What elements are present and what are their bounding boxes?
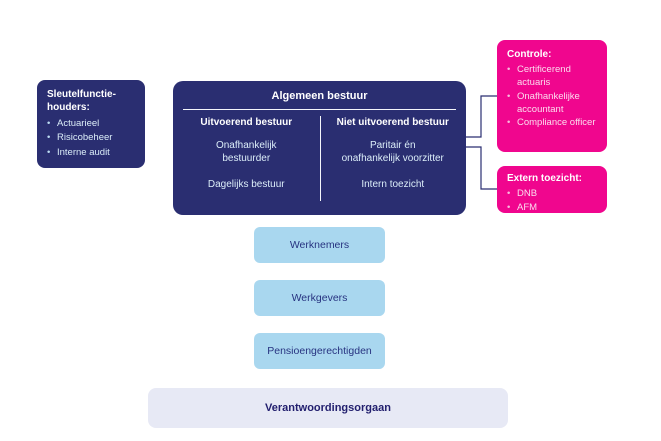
bullet-icon: •: [507, 202, 511, 214]
bullet-icon: •: [47, 132, 51, 144]
stakeholder-label: Werkgevers: [291, 292, 348, 304]
external-supervision-item: DNB: [517, 188, 538, 199]
bullet-icon: •: [47, 146, 51, 158]
list-item: • Compliance officer: [507, 116, 601, 130]
general-board-title: Algemeen bestuur: [271, 90, 368, 102]
stakeholder-box-werkgevers: Werkgevers: [254, 280, 385, 316]
stakeholder-label: Pensioengerechtigden: [267, 345, 372, 357]
control-item: Onafhankelijke accountant: [517, 90, 580, 115]
external-supervision-box: Extern toezicht: • DNB • AFM: [497, 166, 607, 213]
stakeholder-box-pensioengerechtigden: Pensioengerechtigden: [254, 333, 385, 369]
list-item: • DNB: [507, 187, 601, 201]
accountability-body-box: Verantwoordingsorgaan: [148, 388, 508, 428]
key-function-item: Actuarieel: [57, 118, 100, 129]
external-supervision-list: • DNB • AFM: [507, 187, 601, 216]
non-executive-board-item: Paritair én onafhankelijk voorzitter: [341, 140, 444, 164]
accountability-body-label: Verantwoordingsorgaan: [265, 402, 391, 414]
bullet-icon: •: [507, 117, 511, 129]
non-executive-board-header: Niet uitvoerend bestuur: [336, 117, 449, 128]
executive-board-column: Uitvoerend bestuur Onafhankelijk bestuur…: [173, 110, 320, 191]
list-item: • Certificerend actuaris: [507, 63, 601, 90]
control-item: Certificerend actuaris: [517, 64, 571, 89]
control-title: Controle:: [507, 49, 552, 60]
stakeholder-label: Werknemers: [289, 239, 350, 251]
connector-board-to-controle: [466, 95, 497, 138]
connector-board-to-extern: [466, 146, 497, 190]
executive-board-header: Uitvoerend bestuur: [200, 117, 293, 128]
list-item: • Onafhankelijke accountant: [507, 90, 601, 117]
executive-board-item: Onafhankelijk bestuurder: [215, 140, 277, 164]
list-item: • Actuarieel: [47, 117, 136, 131]
list-item: • AFM: [507, 201, 601, 215]
bullet-icon: •: [507, 188, 511, 199]
bullet-icon: •: [507, 64, 511, 75]
bullet-icon: •: [507, 90, 511, 102]
non-executive-board-column: Niet uitvoerend bestuur Paritair én onaf…: [320, 110, 467, 191]
control-item: Compliance officer: [517, 117, 596, 129]
external-supervision-title: Extern toezicht:: [507, 173, 583, 184]
key-function-item: Risicobeheer: [57, 132, 113, 144]
non-executive-board-item: Intern toezicht: [361, 179, 425, 190]
key-function-item: Interne audit: [57, 146, 110, 158]
stakeholder-box-werknemers: Werknemers: [254, 227, 385, 263]
general-board-box: Algemeen bestuur Uitvoerend bestuur Onaf…: [173, 81, 466, 215]
external-supervision-item: AFM: [517, 202, 538, 214]
column-divider: [319, 116, 321, 201]
key-function-holders-list: • Actuarieel • Risicobeheer • Interne au…: [47, 117, 136, 160]
board-columns: Uitvoerend bestuur Onafhankelijk bestuur…: [173, 110, 467, 201]
key-function-holders-box: Sleutelfunctie- houders: • Actuarieel • …: [37, 80, 145, 168]
control-list: • Certificerend actuaris • Onafhankelijk…: [507, 63, 601, 130]
title-divider: [183, 109, 456, 110]
list-item: • Risicobeheer: [47, 131, 136, 145]
control-box: Controle: • Certificerend actuaris • Ona…: [497, 40, 607, 152]
list-item: • Interne audit: [47, 146, 136, 160]
key-function-holders-title: Sleutelfunctie- houders:: [47, 89, 116, 113]
executive-board-item: Dagelijks bestuur: [207, 179, 285, 190]
bullet-icon: •: [47, 118, 51, 129]
